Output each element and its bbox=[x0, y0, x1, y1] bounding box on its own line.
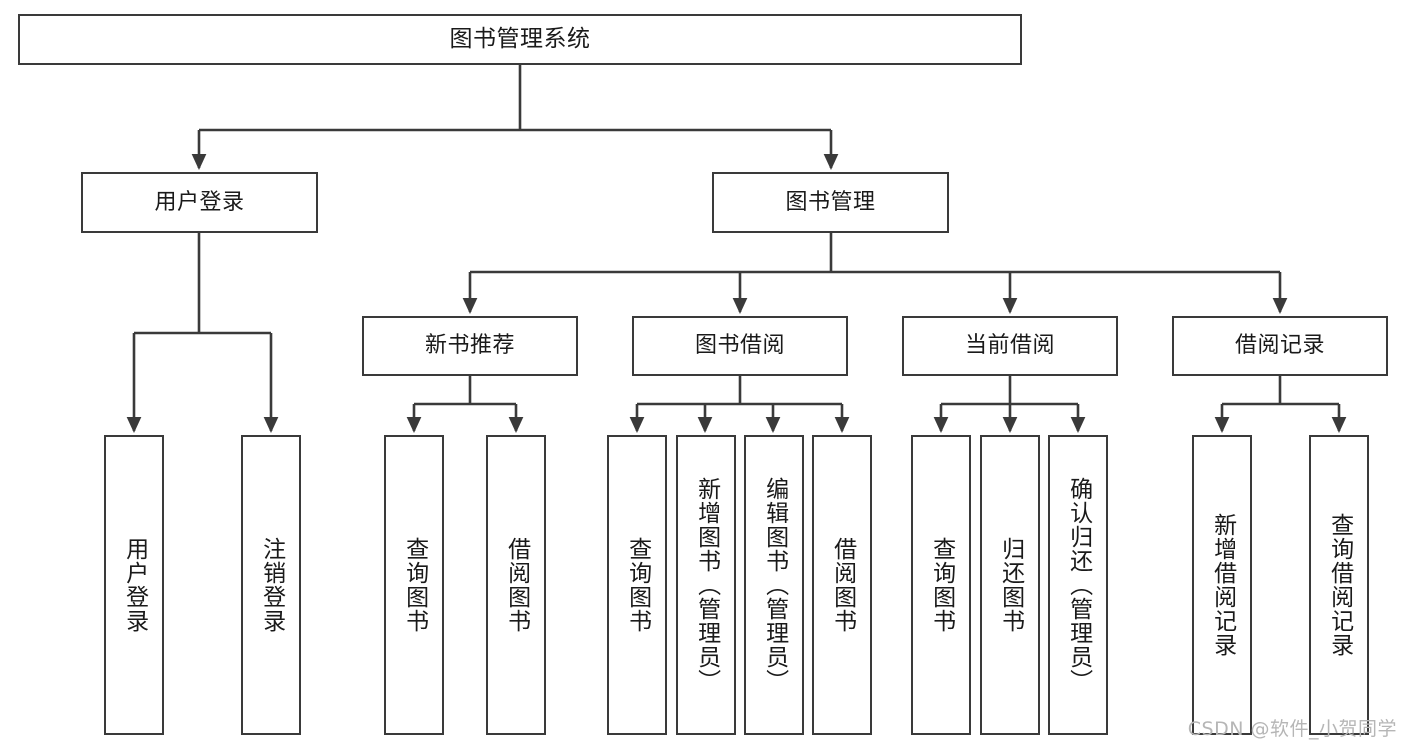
node-label: 图书管理系统 bbox=[449, 26, 591, 53]
leaf-user-logout[interactable]: 注销登录 bbox=[241, 435, 301, 735]
node-label: 确认归还（管理员） bbox=[1065, 477, 1092, 693]
node-label: 查询图书 bbox=[401, 537, 428, 633]
node-label: 用户登录 bbox=[154, 189, 245, 215]
leaf-query-book-current[interactable]: 查询图书 bbox=[911, 435, 971, 735]
node-new-book-recommend[interactable]: 新书推荐 bbox=[362, 316, 578, 376]
node-label: 借阅图书 bbox=[503, 537, 530, 633]
node-label: 借阅图书 bbox=[829, 537, 856, 633]
node-label: 借阅记录 bbox=[1234, 333, 1325, 359]
leaf-borrow-book[interactable]: 借阅图书 bbox=[812, 435, 872, 735]
node-label: 图书借阅 bbox=[694, 333, 785, 359]
leaf-query-borrow-record[interactable]: 查询借阅记录 bbox=[1309, 435, 1369, 735]
node-label: 编辑图书（管理员） bbox=[761, 477, 788, 693]
node-label: 归还图书 bbox=[997, 537, 1024, 633]
leaf-query-book-new[interactable]: 查询图书 bbox=[384, 435, 444, 735]
node-root-system[interactable]: 图书管理系统 bbox=[18, 14, 1022, 65]
leaf-query-book-borrow[interactable]: 查询图书 bbox=[607, 435, 667, 735]
node-book-management[interactable]: 图书管理 bbox=[712, 172, 949, 233]
node-label: 查询借阅记录 bbox=[1326, 513, 1353, 657]
watermark: CSDN @软件_小贺同学 bbox=[1187, 718, 1397, 740]
node-borrow-record[interactable]: 借阅记录 bbox=[1172, 316, 1388, 376]
leaf-user-login[interactable]: 用户登录 bbox=[104, 435, 164, 735]
node-label: 查询图书 bbox=[928, 537, 955, 633]
node-current-borrow[interactable]: 当前借阅 bbox=[902, 316, 1118, 376]
leaf-return-book[interactable]: 归还图书 bbox=[980, 435, 1040, 735]
node-label: 新增图书（管理员） bbox=[693, 477, 720, 693]
node-label: 注销登录 bbox=[258, 537, 285, 633]
leaf-edit-book-admin[interactable]: 编辑图书（管理员） bbox=[744, 435, 804, 735]
node-label: 图书管理 bbox=[785, 189, 876, 215]
node-label: 新增借阅记录 bbox=[1209, 513, 1236, 657]
node-user-login[interactable]: 用户登录 bbox=[81, 172, 318, 233]
node-label: 新书推荐 bbox=[424, 333, 515, 359]
leaf-add-book-admin[interactable]: 新增图书（管理员） bbox=[676, 435, 736, 735]
node-label: 当前借阅 bbox=[964, 333, 1055, 359]
node-book-borrow[interactable]: 图书借阅 bbox=[632, 316, 848, 376]
node-label: 查询图书 bbox=[624, 537, 651, 633]
leaf-borrow-book-new[interactable]: 借阅图书 bbox=[486, 435, 546, 735]
leaf-add-borrow-record[interactable]: 新增借阅记录 bbox=[1192, 435, 1252, 735]
leaf-confirm-return-admin[interactable]: 确认归还（管理员） bbox=[1048, 435, 1108, 735]
node-label: 用户登录 bbox=[121, 537, 148, 633]
